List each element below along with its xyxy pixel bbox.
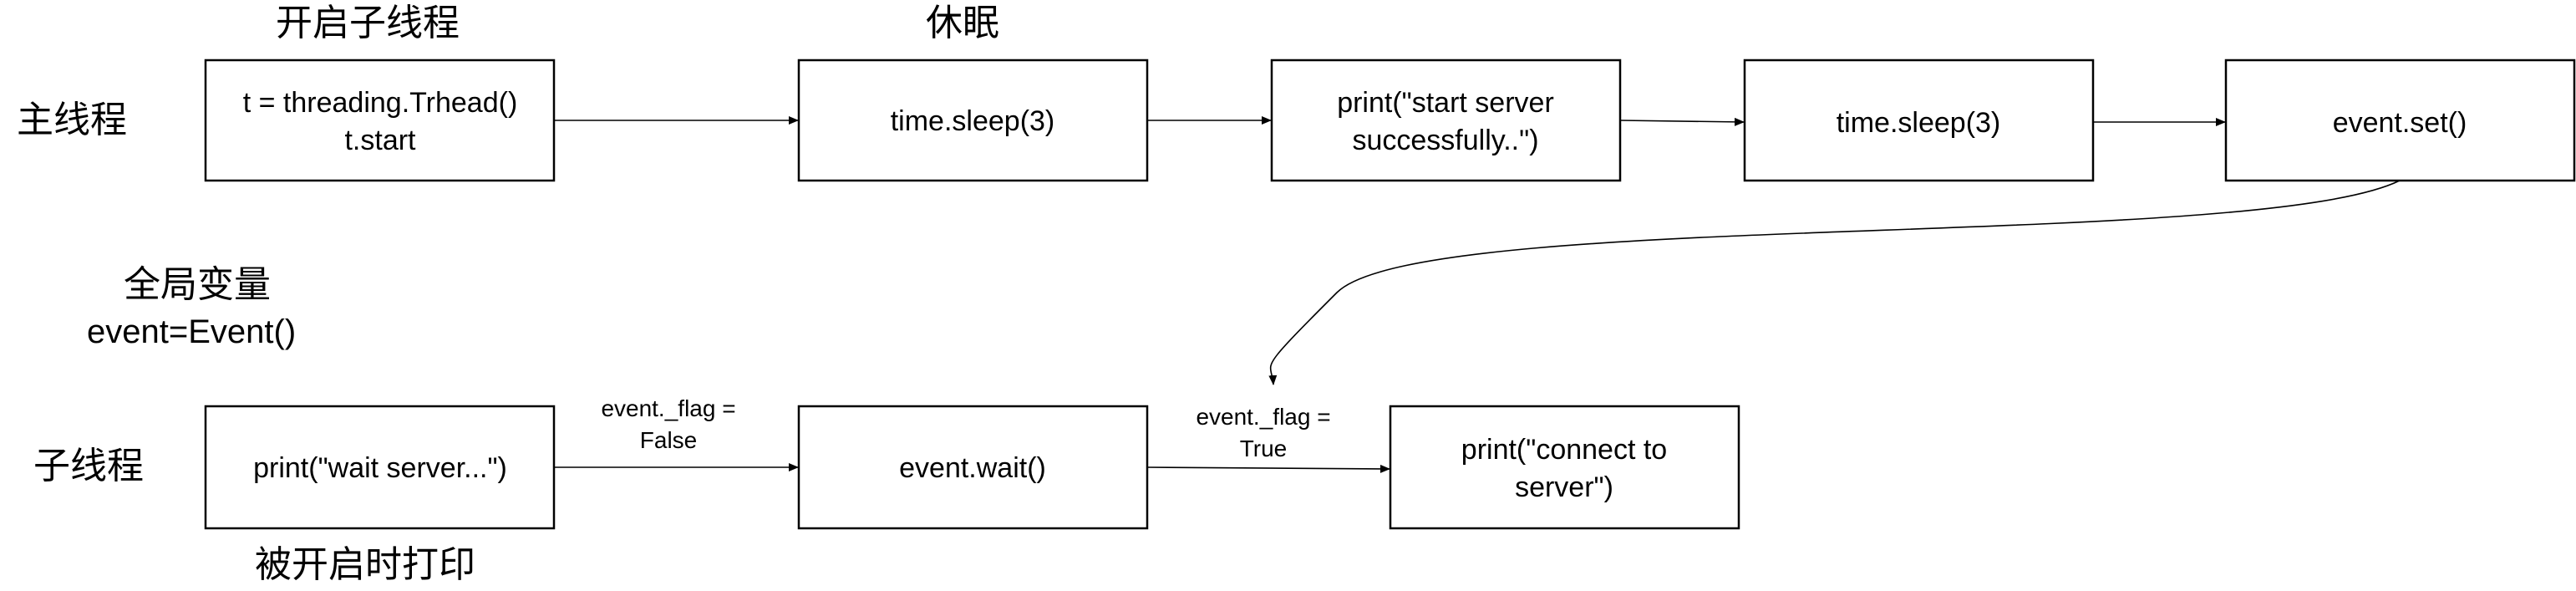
edge-label-flag-true-line2: True: [1240, 436, 1288, 461]
start-subthread-annotation: 开启子线程: [276, 2, 460, 44]
edge-label-flag-false-line1: event._flag =: [601, 395, 735, 421]
global-variable-annotation: 全局变量: [124, 263, 271, 306]
edge-event-set-to-subthread: [1268, 180, 2401, 385]
node-sleep-1: time.sleep(3): [797, 59, 1149, 182]
sub-thread-label: 子线程: [33, 445, 144, 487]
node-create-thread-box: [204, 59, 556, 182]
sleep-annotation: 休眠: [926, 2, 999, 44]
node-create-thread-line2: t.start: [344, 125, 416, 156]
node-event-wait-text: event.wait(): [899, 452, 1046, 484]
node-create-thread-line1: t = threading.Trhead(): [243, 87, 518, 119]
node-sleep-2-box: [1743, 59, 2095, 182]
main-thread-label: 主线程: [17, 99, 127, 141]
node-print-connect-line2: server"): [1515, 471, 1613, 503]
node-print-wait-text: print("wait server..."): [253, 452, 507, 484]
node-print-start-line2: successfully.."): [1352, 125, 1538, 156]
node-event-wait-box: [797, 405, 1149, 530]
node-event-set: event.set(): [2224, 59, 2576, 182]
node-print-connect: print("connect to server"): [1389, 405, 1740, 530]
node-print-wait-box: [204, 405, 556, 530]
node-event-wait: event.wait(): [797, 405, 1149, 530]
node-sleep-2: time.sleep(3): [1743, 59, 2095, 182]
node-print-connect-line1: print("connect to: [1461, 434, 1667, 466]
edge-label-flag-false-line2: False: [640, 427, 697, 453]
node-print-wait: print("wait server..."): [204, 405, 556, 530]
printed-on-start-annotation: 被开启时打印: [255, 543, 475, 586]
node-event-set-text: event.set(): [2333, 107, 2467, 139]
edge-print-start-to-sleep2: [1619, 117, 1745, 126]
node-print-start-line1: print("start server: [1337, 87, 1554, 119]
node-sleep-1-text: time.sleep(3): [891, 105, 1055, 137]
node-sleep-2-text: time.sleep(3): [1837, 107, 2001, 139]
edge-label-flag-true-line1: event._flag =: [1196, 404, 1330, 430]
node-print-connect-box: [1389, 405, 1740, 530]
event-declaration-annotation: event=Event(): [87, 313, 296, 350]
node-print-start-box: [1270, 59, 1622, 182]
node-event-set-box: [2224, 59, 2576, 182]
node-create-thread: t = threading.Trhead() t.start: [204, 59, 556, 182]
node-sleep-1-box: [797, 59, 1149, 182]
node-print-start: print("start server successfully.."): [1270, 59, 1622, 182]
edge-event-wait-to-print-connect: [1146, 464, 1390, 473]
